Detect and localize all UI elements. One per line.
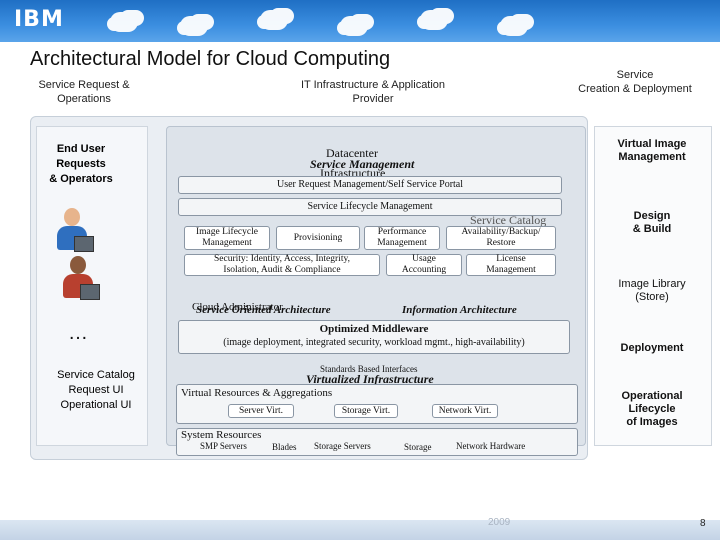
availability-box: Availability/Backup/ Restore [446,226,556,250]
network-hardware-label: Network Hardware [456,441,526,451]
footer-band [0,520,720,540]
virtualized-infrastructure-label: Virtualized Infrastructure [306,372,434,386]
cloud-icon [110,12,138,32]
cloud-administrator-label: Cloud Administrator [192,301,283,313]
image-library-label: Image Library (Store) [618,278,686,303]
virtual-image-mgmt-label: Virtual Image Management [617,138,687,163]
datacenter-label: Datacenter [326,146,378,160]
page-title: Architectural Model for Cloud Computing [30,48,391,70]
cloud-icon [340,16,368,36]
smp-servers-label: SMP Servers [200,441,247,451]
cloud-icon [260,10,288,30]
user-icon [58,254,100,306]
header-service-request: Service Request & Operations [38,79,130,105]
footer-date: 2009 [488,517,511,528]
server-virt-box: Server Virt. [228,404,294,418]
image-lifecycle-box: Image Lifecycle Management [184,226,270,250]
service-catalog-ui-label: Service Catalog Request UI Operational U… [57,369,135,411]
page-number: 8 [700,518,706,529]
ellipsis: … [68,322,88,344]
virtual-resources-label: Virtual Resources & Aggregations [181,387,333,399]
network-virt-box: Network Virt. [432,404,498,418]
soa-label: Service Oriented Architecture [196,304,331,316]
service-management-label: Service Management [310,157,415,171]
deployment-label: Deployment [620,342,684,354]
storage-label: Storage [404,442,432,452]
header-it-infrastructure: IT Infrastructure & Application Provider [300,79,446,105]
standards-interfaces-label: Standards Based Interfaces [320,364,418,374]
information-architecture-label: Information Architecture [402,304,517,316]
license-mgmt-box: License Management [466,254,556,276]
system-resources-label: System Resources [181,429,262,441]
blades-label: Blades [272,442,297,452]
usage-accounting-box: Usage Accounting [386,254,462,276]
cloud-icon [420,10,448,30]
optimized-middleware-box: Optimized Middleware (image deployment, … [178,320,570,354]
end-user-requests-label: End User Requests & Operators [49,143,113,185]
operational-lifecycle-label: Operational Lifecycle of Images [621,390,683,428]
service-lifecycle-box: Service Lifecycle Management [178,198,562,216]
top-banner: IBM [0,0,720,42]
right-column [594,126,712,446]
ibm-logo: IBM [14,7,64,32]
system-resources-box: System Resources [176,428,578,456]
cloud-icon [180,16,208,36]
performance-mgmt-box: Performance Management [364,226,440,250]
optimized-middleware-label: Optimized Middleware [319,323,429,335]
service-catalog-label: Service Catalog [470,213,547,227]
user-icon [52,206,94,258]
provisioning-box: Provisioning [276,226,360,250]
storage-virt-box: Storage Virt. [334,404,398,418]
design-build-label: Design & Build [632,210,672,235]
security-box: Security: Identity, Access, Integrity, I… [184,254,380,276]
cloud-icon [500,16,528,36]
middleware-detail-label: (image deployment, integrated security, … [223,337,525,348]
storage-servers-label: Storage Servers [314,441,371,451]
header-service-creation: Service Creation & Deployment [578,69,692,95]
user-request-portal-box: User Request Management/Self Service Por… [178,176,562,194]
